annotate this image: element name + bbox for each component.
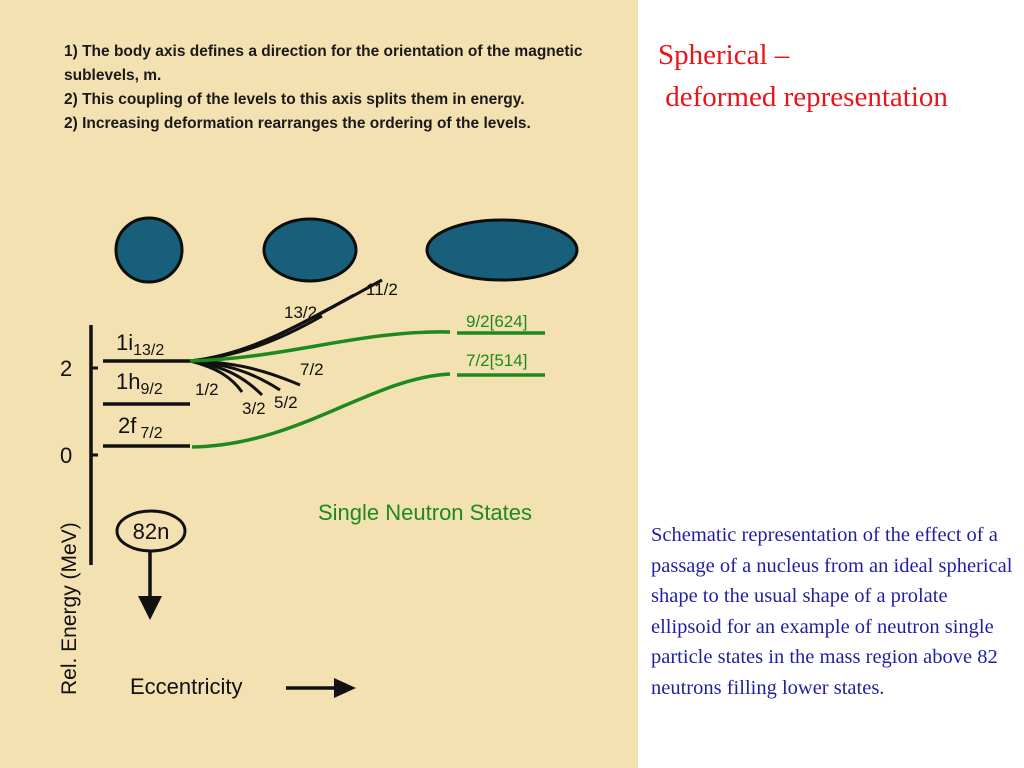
level-1i13-label: 1i13/2 xyxy=(116,330,164,359)
branch-5-2-label: 5/2 xyxy=(274,393,298,412)
branch-13-2-label: 13/2 xyxy=(284,303,317,322)
tick-2-label: 2 xyxy=(60,356,72,381)
branch-13-2-line xyxy=(189,293,355,363)
diagram-panel xyxy=(0,0,638,768)
note-2: 2) This coupling of the levels to this a… xyxy=(64,91,525,108)
slightly-deformed-nucleus-shape xyxy=(262,217,358,283)
note-1: 1) The body axis defines a direction for… xyxy=(64,43,583,84)
branch-1-2-line xyxy=(189,359,244,393)
level-2f-sub: 7/2 xyxy=(140,425,162,442)
state-9-2-624-label: 9/2[624] xyxy=(466,312,527,331)
down-arrow-icon xyxy=(138,596,162,620)
neutron-82-label: 82n xyxy=(133,519,170,544)
level-1i-main: 1i xyxy=(116,330,133,355)
spherical-nucleus-shape xyxy=(114,216,184,284)
branch-7-2-label: 7/2 xyxy=(300,360,324,379)
single-neutron-states-label: Single Neutron States xyxy=(318,500,532,525)
neutron-82-circle xyxy=(115,509,187,553)
level-1h9-label: 1h9/2 xyxy=(116,369,163,398)
eccentricity-label: Eccentricity xyxy=(130,674,242,699)
energy-axis-label: Rel. Energy (MeV) xyxy=(58,522,81,695)
tick-0-label: 0 xyxy=(60,443,72,468)
note-3: 2) Increasing deformation rearranges the… xyxy=(64,115,531,132)
slide-title: Spherical – deformed representation xyxy=(658,34,948,118)
orbital-9-2-624-curve xyxy=(189,330,451,363)
orbital-7-2-514-curve xyxy=(191,372,451,449)
prolate-nucleus-shape xyxy=(425,218,579,282)
level-1h-sub: 9/2 xyxy=(140,381,162,398)
slide-title-line-1: Spherical – xyxy=(658,39,790,71)
figure-caption: Schematic representation of the effect o… xyxy=(651,524,1013,699)
branch-1-2-label: 1/2 xyxy=(195,380,219,399)
level-1i-sub: 13/2 xyxy=(133,342,164,359)
branch-3-2-label: 3/2 xyxy=(242,399,266,418)
branch-11-2-label: 11/2 xyxy=(366,280,398,299)
notes-text: 1) The body axis defines a direction for… xyxy=(64,40,584,136)
level-2f-main: 2f xyxy=(118,413,137,438)
state-7-2-514-label: 7/2[514] xyxy=(466,351,527,370)
level-1h-main: 1h xyxy=(116,369,140,394)
right-arrow-icon xyxy=(334,678,356,698)
slide-title-line-2: deformed representation xyxy=(658,81,948,113)
